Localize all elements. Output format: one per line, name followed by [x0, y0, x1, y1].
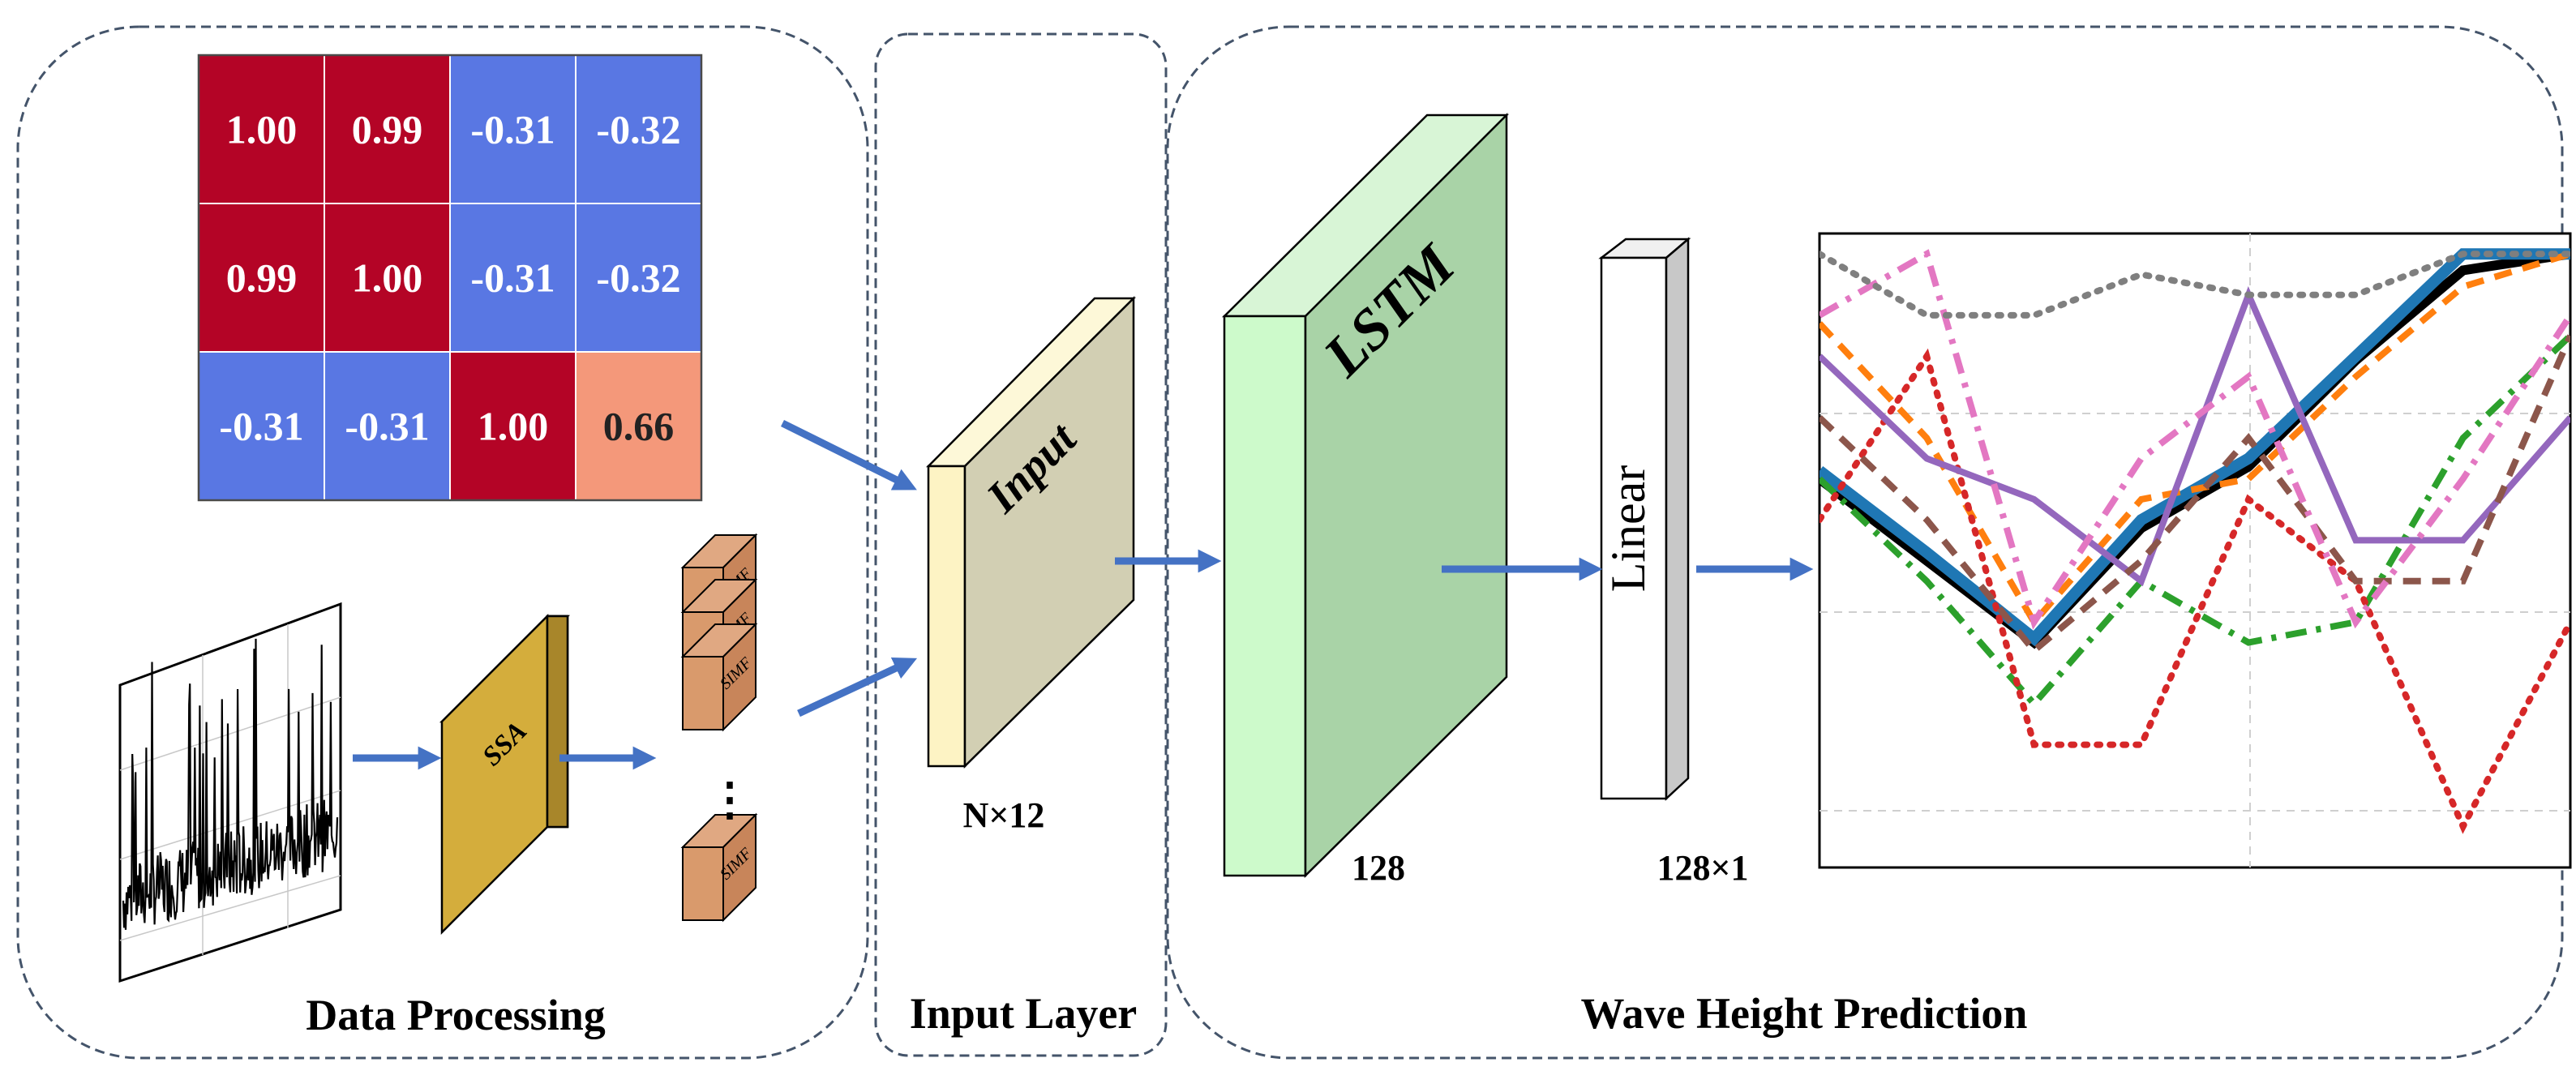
- flow-arrows: [353, 419, 1814, 770]
- simf-block: [682, 846, 724, 921]
- heatmap-cell: [198, 351, 325, 501]
- linear-label: Linear: [1601, 465, 1655, 593]
- heatmap-cell-value: 1.00: [352, 255, 423, 301]
- correlation-heatmap: 1.00 0.99 -0.31 -0.32 0.99 1.00 -0.31 -0.32 -0.3…: [197, 54, 703, 502]
- heatmap-cell: [449, 54, 576, 204]
- heatmap-cell-value: 1.00: [226, 107, 298, 152]
- input-dim-label: N×12: [963, 795, 1045, 835]
- arrow-heatmap-to-input: [780, 419, 917, 490]
- arrow-simf-to-input: [797, 658, 918, 717]
- heatmap-cell-value: -0.32: [596, 255, 680, 301]
- heatmap-cell-value: -0.31: [470, 107, 555, 152]
- linear-block: Linear: [1598, 237, 1691, 801]
- lstm-block: LSTM: [1221, 112, 1510, 878]
- heatmap-cell-value: 0.99: [226, 255, 298, 301]
- lstm-dim-label: 128: [1352, 848, 1405, 888]
- heatmap-cell-value: 0.99: [352, 107, 423, 152]
- data-processing-panel: [16, 25, 869, 1060]
- input-layer-label: Input Layer: [910, 989, 1138, 1038]
- heatmap-cell: [449, 203, 576, 353]
- heatmap-cell: [575, 351, 702, 501]
- simf-block: [682, 656, 724, 730]
- heatmap-cell: [575, 54, 702, 204]
- prediction-series-line: [1819, 348, 2570, 834]
- simf-stack: SIMFSIMFSIMFSIMF: [680, 533, 758, 923]
- time-series-plot: [118, 602, 342, 983]
- input-block: Input: [926, 295, 1137, 769]
- time-series-signal: [122, 638, 339, 930]
- heatmap-cell: [324, 203, 451, 353]
- heatmap-cell-value: 0.66: [603, 404, 675, 449]
- simf-ellipsis: ⋮: [707, 775, 752, 825]
- prediction-label: Wave Height Prediction: [1581, 989, 2028, 1038]
- prediction-plot: [1818, 232, 2572, 869]
- prediction-series-line: [1819, 251, 2570, 319]
- heatmap-cell-value: -0.32: [596, 107, 680, 152]
- input-layer-panel: [874, 32, 1168, 1057]
- heatmap-cell-value: -0.31: [470, 255, 555, 301]
- ssa-block: SSA: [439, 613, 571, 936]
- linear-dim-label: 128×1: [1657, 848, 1748, 888]
- prediction-series-line: [1819, 334, 2570, 656]
- data-processing-label: Data Processing: [306, 991, 605, 1039]
- heatmap-cell-value: -0.31: [345, 404, 429, 449]
- heatmap-cell-value: -0.31: [219, 404, 303, 449]
- heatmap-cell: [449, 351, 576, 501]
- heatmap-cell: [575, 203, 702, 353]
- prediction-panel: [1166, 25, 2564, 1060]
- heatmap-cell-value: 1.00: [478, 404, 549, 449]
- prediction-series-line: [1819, 286, 2570, 587]
